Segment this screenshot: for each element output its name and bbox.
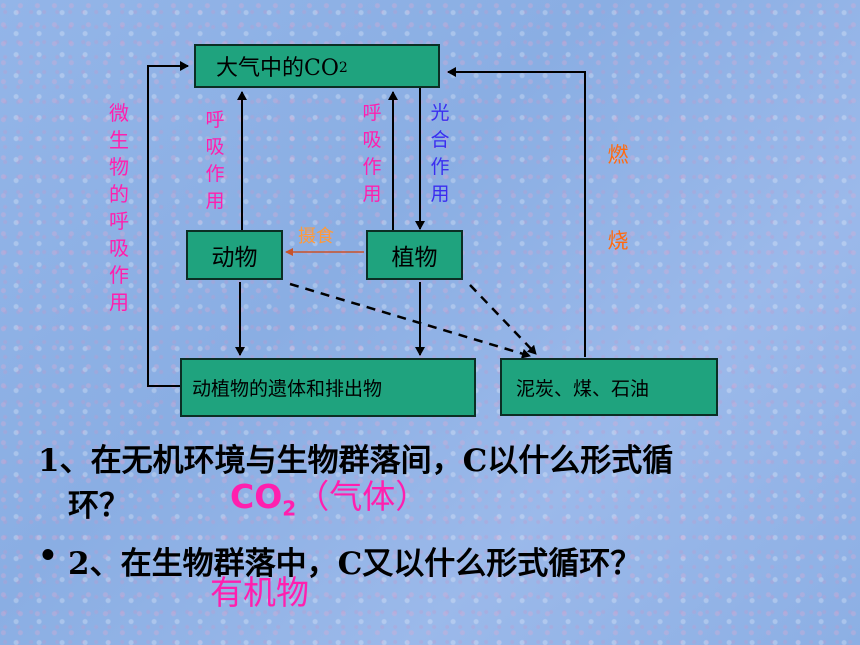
arrow-microbe-respiration (147, 61, 189, 387)
question-2-line1: 2、在生物群落中，C又以什么形式循环？ (68, 546, 642, 582)
node-remains: 动植物的遗体和排出物 (180, 358, 476, 417)
label-animal-respiration: 呼吸作用 (205, 109, 225, 212)
question-2-bullet: • (38, 538, 58, 574)
node-fossil-label: 泥炭、煤、石油 (516, 377, 650, 400)
question-1-line2: 环？ (68, 488, 130, 524)
arrow-plant-to-fossil (469, 284, 537, 355)
answer-2: 有机物 (210, 573, 309, 612)
answer-1-subscript: 2 (282, 496, 297, 521)
label-plant-respiration: 呼吸作用 (362, 102, 382, 205)
arrow-animal-to-fossil (289, 282, 531, 359)
node-atmosphere-label: 大气中的CO (216, 56, 339, 81)
node-animal-label: 动物 (211, 245, 258, 271)
label-combustion-2: 烧 (607, 229, 629, 253)
label-combustion-1: 燃 (607, 143, 629, 167)
arrow-combustion (447, 67, 586, 357)
node-atmosphere-subscript: 2 (338, 60, 348, 76)
answer-1-rest: （气体） (296, 477, 429, 516)
answer-1: CO2（气体） (230, 470, 428, 521)
label-ingestion: 摄食 (298, 226, 334, 247)
label-microbe-respiration: 微生物的呼吸作用 (109, 101, 129, 314)
question-1-line1: 1、在无机环境与生物群落间，C以什么形式循 (38, 443, 674, 479)
node-plant-label: 植物 (391, 245, 438, 271)
node-plant: 植物 (366, 230, 463, 280)
answer-1-main: CO (230, 477, 283, 516)
node-fossil-fuels: 泥炭、煤、石油 (500, 358, 718, 416)
label-photosynthesis: 光合作用 (430, 102, 450, 205)
node-remains-label: 动植物的遗体和排出物 (192, 378, 383, 400)
node-animal: 动物 (186, 230, 283, 280)
